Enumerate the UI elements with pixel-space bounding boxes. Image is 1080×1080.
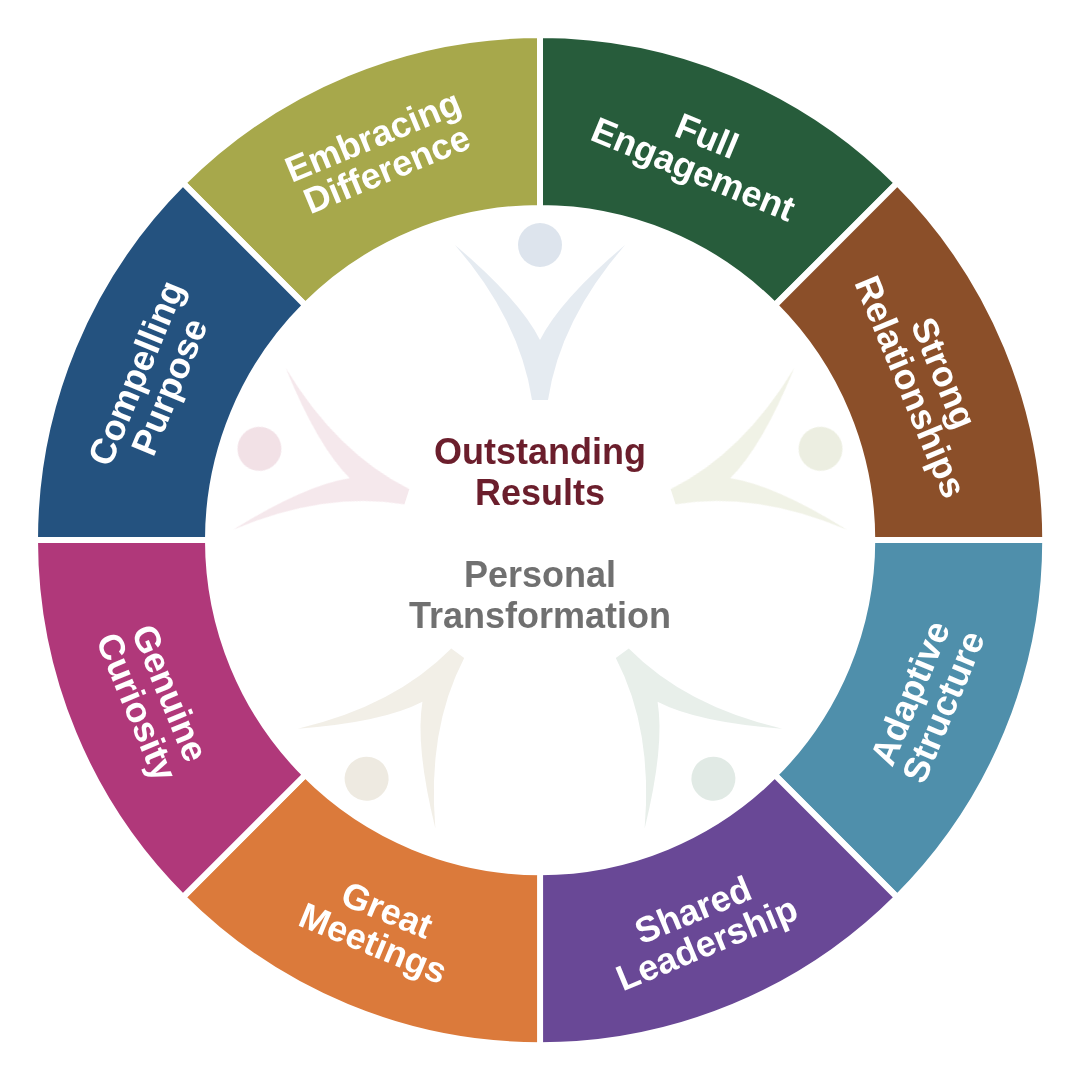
segment-fill bbox=[35, 183, 305, 540]
people-figures bbox=[212, 223, 868, 846]
ring-segment: Compelling Purpose bbox=[35, 183, 305, 540]
center-disc bbox=[210, 210, 870, 870]
segment-fill bbox=[775, 183, 1045, 540]
segment-fill bbox=[35, 540, 305, 897]
ring-segment: Shared Leadership bbox=[540, 775, 897, 1045]
segment-fill bbox=[540, 775, 897, 1045]
center-subtitle: Personal Transformation bbox=[390, 554, 690, 637]
ring-segment: Strong Relationships bbox=[775, 183, 1045, 540]
ring-segment: Genuine Curiosity bbox=[35, 540, 305, 897]
center-title: Outstanding Results bbox=[390, 431, 690, 514]
